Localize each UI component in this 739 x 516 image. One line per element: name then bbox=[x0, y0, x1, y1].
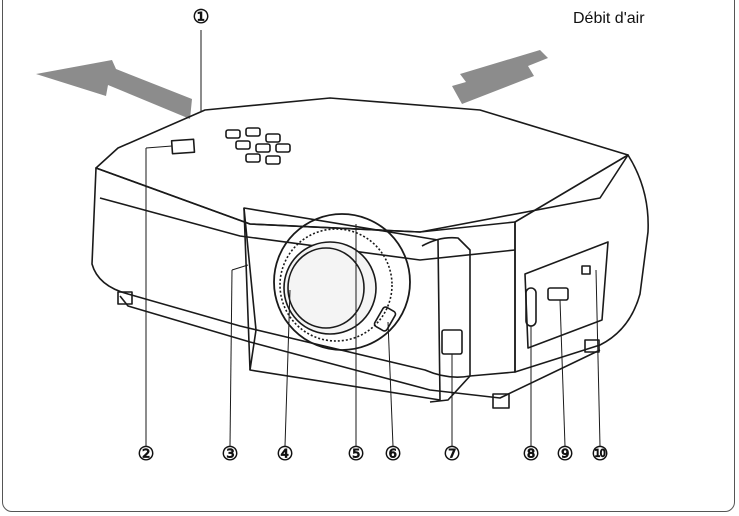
airflow-in-arrow bbox=[452, 50, 548, 104]
leader-line bbox=[145, 145, 173, 149]
callout-2: ② bbox=[137, 444, 155, 465]
lens-shift-knob bbox=[373, 306, 397, 332]
left-foot bbox=[117, 291, 133, 305]
leader-line bbox=[559, 299, 566, 447]
airflow-label: Débit d'air bbox=[573, 10, 645, 27]
projector-front-body bbox=[91, 167, 516, 378]
callout-1: ① bbox=[192, 7, 210, 28]
ir-sensor bbox=[441, 329, 463, 355]
control-button bbox=[265, 155, 281, 165]
projector-side-body bbox=[514, 154, 649, 373]
leader-line bbox=[229, 269, 233, 447]
side-icon-mark bbox=[581, 265, 591, 275]
indicator-window bbox=[170, 138, 196, 155]
callout-10: ⑩ bbox=[591, 444, 609, 465]
control-button bbox=[275, 143, 291, 153]
callout-8: ⑧ bbox=[522, 444, 540, 465]
lens-rim bbox=[283, 241, 377, 335]
callout-7: ⑦ bbox=[443, 444, 461, 465]
rear-foot bbox=[584, 339, 600, 353]
side-terminal-panel bbox=[524, 241, 609, 349]
control-button bbox=[245, 127, 261, 137]
lens-housing-left-wall bbox=[243, 207, 257, 371]
callout-3: ③ bbox=[221, 444, 239, 465]
lens-housing bbox=[243, 207, 441, 401]
airflow-out-arrow bbox=[36, 60, 192, 119]
callout-4: ④ bbox=[276, 444, 294, 465]
leader-line bbox=[284, 289, 291, 447]
front-right-panel bbox=[421, 236, 471, 403]
control-button bbox=[245, 153, 261, 163]
lens-lock-lever bbox=[547, 287, 569, 301]
callout-9: ⑨ bbox=[556, 444, 574, 465]
lens-zoom-ring bbox=[273, 213, 411, 351]
right-foot bbox=[492, 393, 510, 409]
lens-glass bbox=[287, 247, 365, 329]
control-button bbox=[265, 133, 281, 143]
control-button bbox=[225, 129, 241, 139]
callout-5: ⑤ bbox=[347, 444, 365, 465]
callout-6: ⑥ bbox=[384, 444, 402, 465]
control-button bbox=[235, 140, 251, 150]
leader-line bbox=[595, 269, 601, 447]
leader-line bbox=[231, 264, 249, 271]
control-button bbox=[255, 143, 271, 153]
leader-line bbox=[387, 321, 394, 447]
lens-focus-ring bbox=[279, 228, 393, 342]
projector-top-cover bbox=[95, 97, 629, 233]
